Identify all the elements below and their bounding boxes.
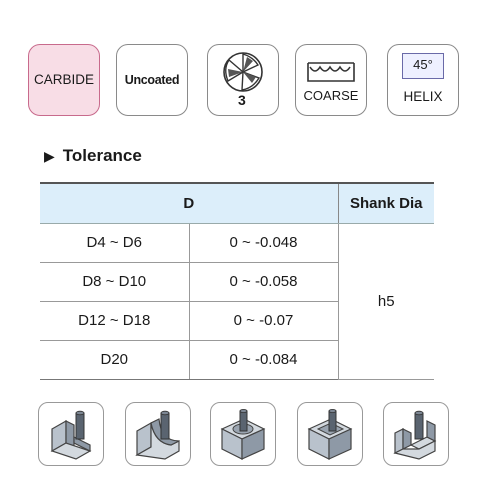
coarse-label: COARSE	[303, 88, 359, 103]
tolerance-cell: 0 ~ -0.07	[189, 301, 339, 341]
cavity-milling-tile	[297, 402, 363, 466]
cavity-milling-icon	[307, 409, 353, 460]
helix-badge: 45° HELIX	[387, 44, 459, 116]
coarse-pitch-icon	[307, 62, 355, 82]
tolerance-title: Tolerance	[62, 146, 142, 165]
helix-label: HELIX	[403, 89, 443, 104]
shank-tolerance-cell: h5	[338, 223, 434, 380]
carbide-label: CARBIDE	[33, 72, 94, 87]
shoulder-milling-tile	[38, 402, 104, 466]
table-row: D20 0 ~ -0.084	[40, 340, 434, 380]
header-shank-dia: Shank Dia	[338, 182, 434, 224]
tolerance-table: D Shank Dia D4 ~ D6 0 ~ -0.048 h5 D8 ~ D…	[40, 182, 434, 380]
slot-milling-tile	[383, 402, 449, 466]
tolerance-cell: 0 ~ -0.058	[189, 262, 339, 302]
diameter-cell: D20	[40, 340, 190, 380]
table-row: D8 ~ D10 0 ~ -0.058	[40, 262, 434, 302]
uncoated-label: Uncoated	[124, 73, 180, 87]
slot-milling-icon	[393, 410, 437, 460]
carbide-badge: CARBIDE	[28, 44, 100, 116]
profile-milling-icon	[135, 410, 180, 460]
profile-milling-tile	[125, 402, 191, 466]
coarse-badge: COARSE	[295, 44, 367, 116]
shoulder-milling-icon	[50, 410, 92, 460]
diameter-cell: D8 ~ D10	[40, 262, 190, 302]
machining-applications	[38, 402, 452, 466]
pocket-milling-tile	[210, 402, 276, 466]
diameter-cell: D12 ~ D18	[40, 301, 190, 341]
uncoated-badge: Uncoated	[116, 44, 188, 116]
header-d: D	[40, 182, 339, 224]
flute-count: 3	[238, 92, 246, 108]
section-title: ▶ Tolerance	[44, 146, 142, 166]
helix-angle: 45°	[402, 53, 444, 79]
tolerance-cell: 0 ~ -0.084	[189, 340, 339, 380]
flute-count-badge: 3	[207, 44, 279, 116]
three-flute-icon	[223, 52, 263, 92]
table-header-row: D Shank Dia	[40, 182, 434, 224]
pocket-milling-icon	[220, 409, 266, 460]
tolerance-cell: 0 ~ -0.048	[189, 223, 339, 263]
diameter-cell: D4 ~ D6	[40, 223, 190, 263]
triangle-bullet-icon: ▶	[44, 148, 55, 164]
table-row: D12 ~ D18 0 ~ -0.07	[40, 301, 434, 341]
feature-badges: CARBIDE Uncoated 3 COARSE 45° HELIX	[28, 44, 474, 116]
table-row: D4 ~ D6 0 ~ -0.048 h5	[40, 223, 434, 380]
